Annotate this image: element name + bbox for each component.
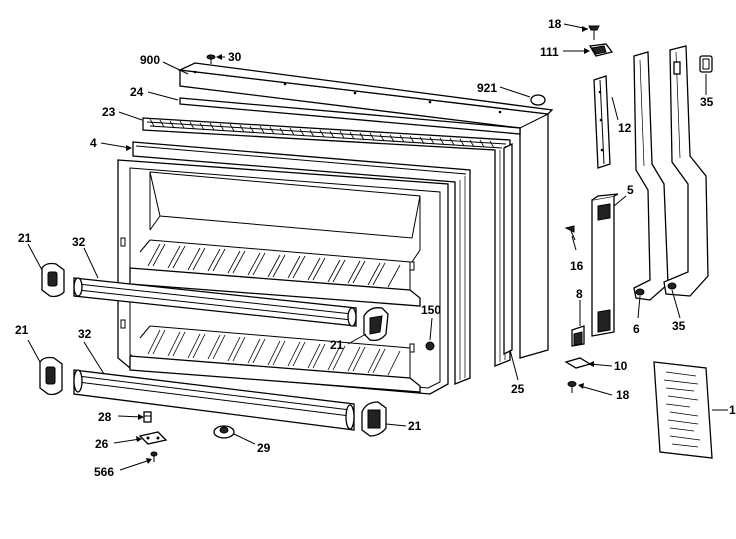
bumper-29	[213, 425, 235, 439]
label-21-upper-left: 21	[18, 231, 32, 245]
part-number-labels: 18 111 30 900 24 23 4 921 12 35 5 16 8 1…	[15, 17, 736, 479]
outer-door-panel	[177, 62, 554, 359]
label-25: 25	[511, 382, 525, 396]
hinge-bracket-5	[591, 193, 619, 337]
handle-35	[663, 45, 709, 297]
label-16: 16	[570, 259, 584, 273]
bracket-10	[564, 357, 592, 369]
screw-30	[206, 54, 216, 64]
label-6: 6	[633, 322, 640, 336]
end-cap-lower-left	[39, 356, 63, 396]
label-21-lower-left: 21	[15, 323, 29, 337]
label-18-top: 18	[548, 17, 562, 31]
cap-35	[699, 55, 713, 73]
label-21-mid: 21	[330, 338, 344, 352]
label-150: 150	[421, 303, 441, 317]
shelf-bar-lower	[73, 369, 355, 431]
clip-8	[571, 325, 585, 347]
label-921: 921	[477, 81, 497, 95]
label-24: 24	[130, 85, 144, 99]
breaker-strip	[179, 97, 521, 135]
handle-6	[633, 51, 669, 301]
screw-18-top	[588, 25, 600, 40]
label-111: 111	[540, 45, 559, 59]
label-32-lower: 32	[78, 327, 92, 341]
end-cap-upper-right	[363, 307, 389, 342]
label-28: 28	[98, 410, 112, 424]
label-5: 5	[627, 183, 634, 197]
screw-566	[150, 451, 158, 462]
screw-150	[425, 341, 435, 351]
label-12: 12	[618, 121, 632, 135]
label-8: 8	[576, 287, 583, 301]
label-566: 566	[94, 465, 114, 479]
door-liner	[117, 159, 449, 395]
label-35-top: 35	[700, 95, 714, 109]
label-10: 10	[614, 359, 628, 373]
label-29: 29	[257, 441, 271, 455]
label-26: 26	[95, 437, 109, 451]
label-35-bottom: 35	[672, 319, 686, 333]
bracket-26	[138, 431, 168, 445]
bracket-111	[588, 43, 614, 57]
end-cap-lower-right	[361, 401, 387, 437]
screw-16	[564, 225, 576, 241]
label-30: 30	[228, 50, 242, 64]
hinge-bracket-12	[593, 75, 611, 169]
label-21-lower-right: 21	[408, 419, 422, 433]
gasket-hatching	[149, 118, 495, 149]
label-1: 1	[729, 403, 736, 417]
leader-lines	[27, 23, 728, 471]
label-900: 900	[140, 53, 160, 67]
screw-18-bottom	[567, 381, 577, 393]
shelf-bar-upper	[73, 277, 357, 327]
door-strip	[503, 142, 513, 356]
label-23: 23	[102, 105, 116, 119]
instruction-booklet-1	[653, 361, 713, 459]
plug-921	[530, 94, 546, 106]
inner-door-frame	[132, 141, 471, 385]
label-4: 4	[90, 136, 97, 150]
screw-28	[143, 411, 152, 423]
end-cap-upper-left	[41, 262, 65, 298]
label-18-bottom: 18	[616, 388, 630, 402]
label-32-upper: 32	[72, 235, 86, 249]
